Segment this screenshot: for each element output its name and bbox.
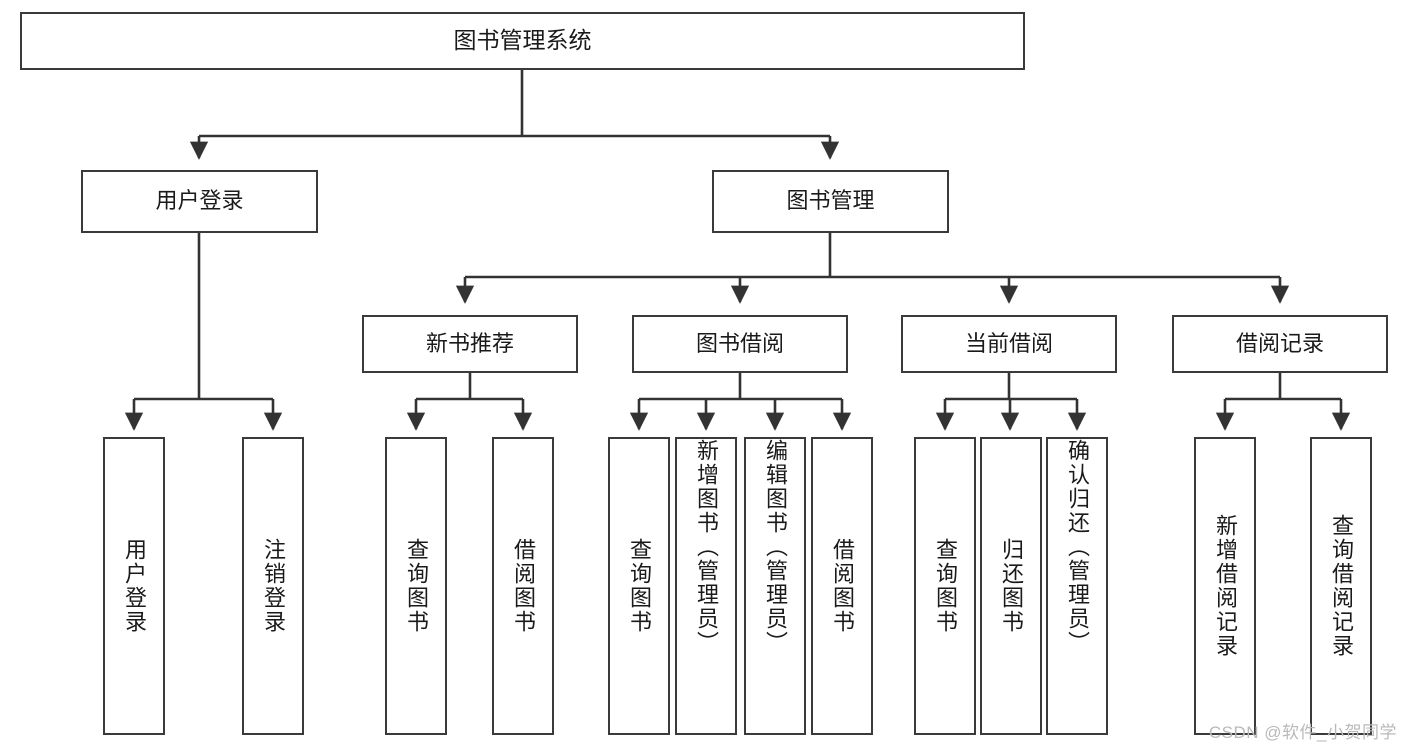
node-leaf-query-record-label: 查询借阅记录 — [1329, 514, 1354, 658]
node-borrow-record-label: 借阅记录 — [1235, 330, 1324, 356]
node-leaf-query-book-2-label: 查询图书 — [627, 538, 652, 634]
node-leaf-return-book[interactable]: 归还图书 — [980, 437, 1042, 735]
node-leaf-edit-book-label: 编辑图书（管理员） — [763, 439, 788, 655]
node-leaf-logout-label: 注销登录 — [261, 538, 286, 634]
node-leaf-add-book[interactable]: 新增图书（管理员） — [675, 437, 737, 735]
node-user-login-label: 用户登录 — [155, 188, 244, 214]
node-leaf-query-book-3-label: 查询图书 — [933, 538, 958, 634]
node-book-borrow-label: 图书借阅 — [695, 330, 784, 356]
node-leaf-user-login[interactable]: 用户登录 — [103, 437, 165, 735]
node-leaf-add-record-label: 新增借阅记录 — [1213, 514, 1238, 658]
node-leaf-edit-book[interactable]: 编辑图书（管理员） — [744, 437, 806, 735]
node-leaf-add-record[interactable]: 新增借阅记录 — [1194, 437, 1256, 735]
node-leaf-borrow-book-2[interactable]: 借阅图书 — [811, 437, 873, 735]
node-leaf-logout[interactable]: 注销登录 — [242, 437, 304, 735]
node-leaf-add-book-label: 新增图书（管理员） — [694, 439, 719, 655]
node-current-borrow[interactable]: 当前借阅 — [901, 315, 1117, 373]
node-book-manage-label: 图书管理 — [786, 188, 875, 214]
node-book-manage[interactable]: 图书管理 — [712, 170, 949, 233]
node-book-borrow[interactable]: 图书借阅 — [632, 315, 848, 373]
node-leaf-user-login-label: 用户登录 — [122, 538, 147, 634]
node-leaf-confirm-return-label: 确认归还（管理员） — [1065, 439, 1090, 655]
node-leaf-confirm-return[interactable]: 确认归还（管理员） — [1046, 437, 1108, 735]
node-leaf-borrow-book-2-label: 借阅图书 — [830, 538, 855, 634]
node-leaf-query-book-1[interactable]: 查询图书 — [385, 437, 447, 735]
node-leaf-query-book-2[interactable]: 查询图书 — [608, 437, 670, 735]
node-leaf-return-book-label: 归还图书 — [999, 538, 1024, 634]
node-leaf-borrow-book-1[interactable]: 借阅图书 — [492, 437, 554, 735]
node-current-borrow-label: 当前借阅 — [964, 330, 1053, 356]
node-leaf-query-record[interactable]: 查询借阅记录 — [1310, 437, 1372, 735]
node-leaf-query-book-1-label: 查询图书 — [404, 538, 429, 634]
node-root-label: 图书管理系统 — [453, 27, 592, 54]
node-new-book-recommend[interactable]: 新书推荐 — [362, 315, 578, 373]
node-leaf-borrow-book-1-label: 借阅图书 — [511, 538, 536, 634]
node-user-login[interactable]: 用户登录 — [81, 170, 318, 233]
node-borrow-record[interactable]: 借阅记录 — [1172, 315, 1388, 373]
node-leaf-query-book-3[interactable]: 查询图书 — [914, 437, 976, 735]
node-root[interactable]: 图书管理系统 — [20, 12, 1025, 70]
node-new-book-recommend-label: 新书推荐 — [425, 330, 514, 356]
